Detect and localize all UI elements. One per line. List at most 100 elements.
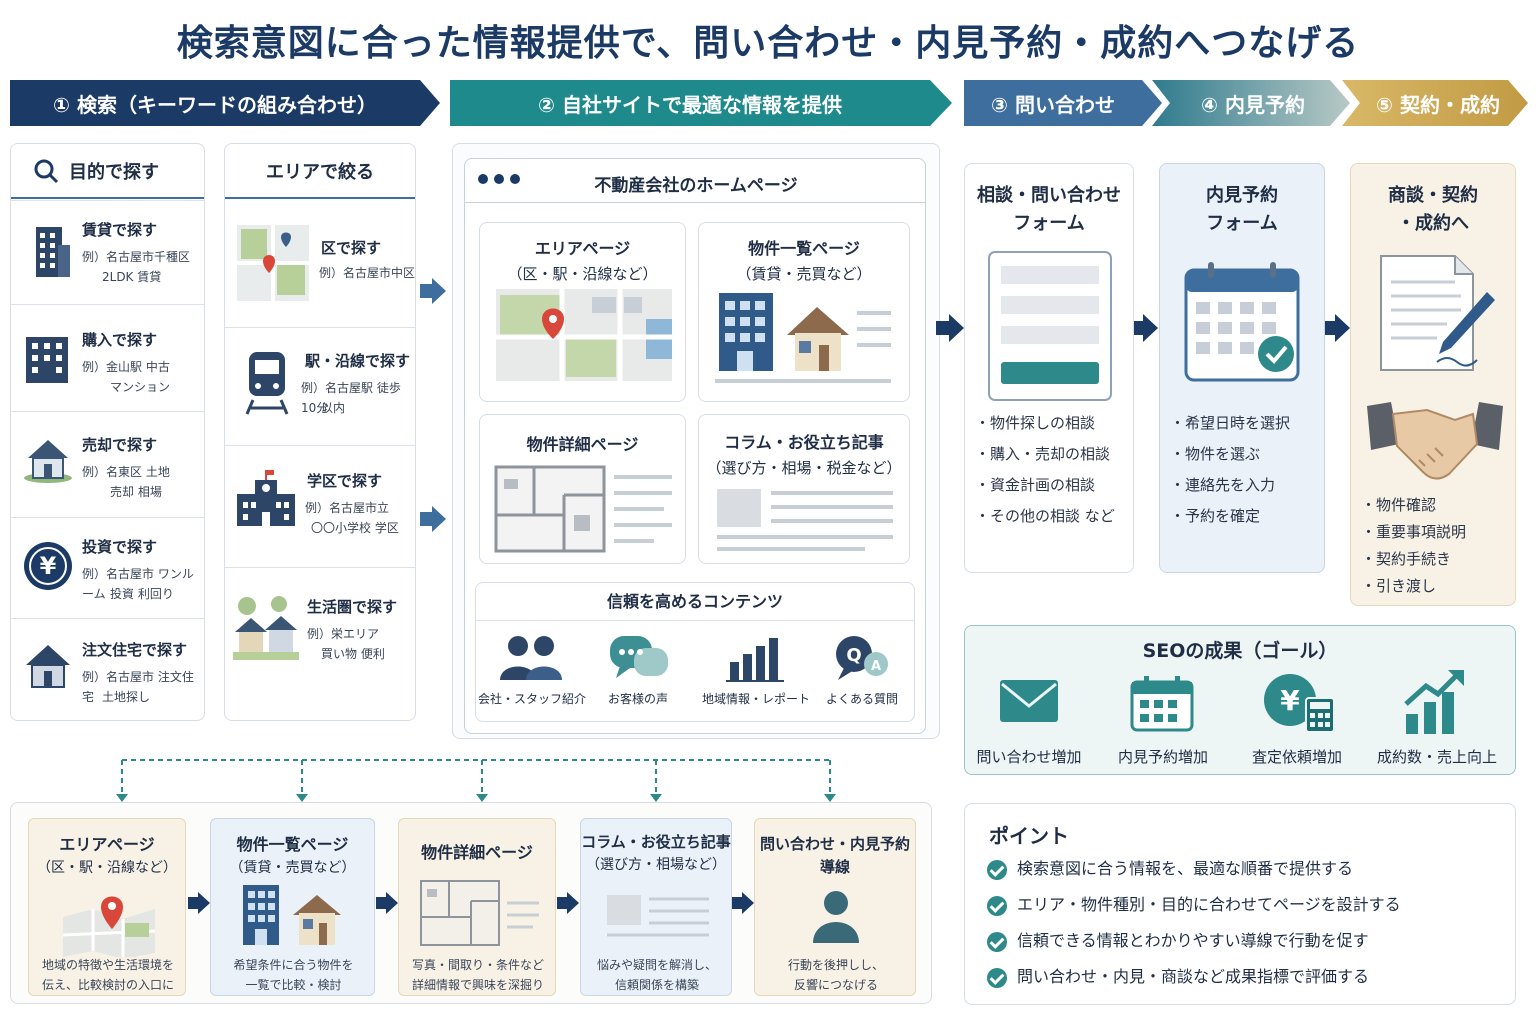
area-item-school[interactable]: 学区で探す 例）名古屋市立 〇〇小学校 学区 bbox=[225, 445, 415, 567]
trust-item-reports[interactable]: 地域情報・レポート bbox=[701, 692, 810, 706]
inquiry-panel: 相談・問い合わせ フォーム ・物件探しの相談 ・購入・売却の相談 ・資金計画の相… bbox=[964, 163, 1134, 573]
chat-icon bbox=[610, 636, 668, 678]
building-icon bbox=[243, 885, 341, 945]
calendar-icon bbox=[1184, 262, 1300, 382]
house-icon bbox=[233, 596, 299, 660]
viewing-panel: 内見予約 フォーム ・希望日時を選択 ・物件を選ぶ ・連絡先を入力 ・予約を確定 bbox=[1159, 163, 1325, 573]
floorplan-icon bbox=[420, 880, 539, 946]
arrow-right-icon bbox=[376, 892, 398, 914]
purpose-list: 賃貸で探す 例）名古屋市千種区 2LDK 賃貸 購入で探す 例）金山駅 中古 マ… bbox=[10, 200, 205, 718]
map-icon bbox=[496, 289, 672, 381]
person-icon bbox=[813, 891, 859, 943]
floorplan-icon bbox=[494, 465, 672, 553]
purpose-header: 目的で探す bbox=[69, 161, 159, 183]
check-icon bbox=[987, 895, 1007, 916]
arrow-right-icon bbox=[420, 506, 446, 532]
yen-icon: ¥ bbox=[24, 542, 72, 590]
chart-icon bbox=[726, 638, 784, 682]
purpose-item-sell[interactable]: 売却で探す 例）名東区 土地 売却 相場 bbox=[10, 411, 205, 517]
step-5-label: ⑤ 契約・成約 bbox=[1376, 92, 1500, 117]
svg-text:¥: ¥ bbox=[1280, 684, 1300, 717]
step-4-banner bbox=[1152, 80, 1350, 126]
contract-panel: 商談・契約 ・成約へ ・物件確認 ・重要事項説明 ・契約手続き ・引き渡し bbox=[1350, 163, 1516, 606]
arrow-right-icon bbox=[732, 892, 754, 914]
point-item: エリア・物件種別・目的に合わせてページを設計する bbox=[987, 895, 1515, 931]
area-header: エリアで絞る bbox=[266, 161, 374, 183]
seo-item-inquiries: 問い合わせ増加 bbox=[976, 748, 1082, 766]
homepage-title: 不動産会社のホームページ bbox=[594, 176, 798, 196]
people-icon bbox=[500, 636, 562, 680]
form-icon bbox=[988, 251, 1112, 401]
step-5-banner bbox=[1342, 80, 1528, 126]
tile-column-page[interactable]: コラム・お役立ち記事 （選び方・相場・税金など） bbox=[698, 414, 910, 564]
area-item-ward[interactable]: 区で探す 例）名古屋市中区 bbox=[225, 199, 415, 327]
tile-listing-page[interactable]: 物件一覧ページ （賃貸・売買など） bbox=[698, 222, 910, 402]
step-4-label: ④ 内見予約 bbox=[1201, 92, 1305, 117]
point-item: 信頼できる情報とわかりやすい導線で行動を促す bbox=[987, 931, 1515, 967]
point-item: 検索意図に合う情報を、最適な順番で提供する bbox=[987, 859, 1515, 895]
step-2-label: ② 自社サイトで最適な情報を提供 bbox=[538, 92, 842, 117]
arrow-right-icon bbox=[1130, 314, 1158, 342]
svg-text:A: A bbox=[871, 659, 881, 674]
check-icon bbox=[987, 931, 1007, 952]
purpose-item-buy[interactable]: 購入で探す 例）金山駅 中古 マンション bbox=[10, 304, 205, 411]
flow-step-cta[interactable]: 問い合わせ・内見予約 導線 行動を後押しし、 反響につなげる bbox=[754, 818, 916, 996]
tile-area-page[interactable]: エリアページ （区・駅・沿線など） bbox=[479, 222, 686, 402]
growth-chart-icon bbox=[1404, 670, 1464, 734]
yen-icon: ¥ bbox=[1264, 674, 1335, 733]
qa-icon: QA bbox=[836, 636, 888, 680]
arrow-right-icon bbox=[1322, 314, 1350, 342]
building-icon bbox=[36, 227, 70, 277]
window-dots-icon bbox=[478, 174, 520, 184]
page-title: 検索意図に合った情報提供で、問い合わせ・内見予約・成約へつなげる bbox=[176, 23, 1360, 64]
seo-item-appraisals: 査定依頼増加 bbox=[1251, 748, 1342, 766]
mail-icon bbox=[1000, 680, 1058, 722]
step-banners bbox=[10, 80, 1528, 126]
flow-step-column[interactable]: コラム・お役立ち記事 （選び方・相場など） 悩みや疑問を解消し、 信頼関係を構築 bbox=[580, 818, 732, 996]
seo-title: SEOの成果（ゴール） bbox=[1142, 640, 1338, 662]
calendar-icon bbox=[1130, 676, 1194, 732]
points-panel: ポイント 検索意図に合う情報を、最適な順番で提供する エリア・物件種別・目的に合… bbox=[964, 803, 1516, 1005]
document-icon bbox=[1380, 255, 1495, 371]
building-icon bbox=[26, 337, 68, 383]
train-icon bbox=[245, 352, 289, 415]
handshake-icon bbox=[1367, 402, 1503, 480]
trust-item-voices[interactable]: お客様の声 bbox=[607, 692, 668, 706]
seo-item-viewings: 内見予約増加 bbox=[1117, 748, 1208, 766]
purpose-item-invest[interactable]: ¥ 投資で探す 例）名古屋市 ワンルーム 投資 利回り bbox=[10, 517, 205, 618]
area-panel: エリアで絞る 区で探す 例）名古屋市中区 駅・沿線で探す 例）名古屋駅 徒歩10… bbox=[224, 143, 416, 721]
flow-step-listing[interactable]: 物件一覧ページ （賃貸・売買など） 希望条件に合う物件を 一覧で比較・検討 bbox=[210, 818, 375, 996]
seo-item-sales: 成約数・売上向上 bbox=[1376, 748, 1497, 766]
check-icon bbox=[987, 967, 1007, 988]
check-icon bbox=[987, 859, 1007, 880]
arrow-right-icon bbox=[557, 892, 579, 914]
step-2-banner bbox=[450, 80, 952, 126]
purpose-item-custom-home[interactable]: 注文住宅で探す 例）名古屋市 注文住宅 土地探し bbox=[10, 618, 205, 718]
step-3-label: ③ 問い合わせ bbox=[991, 92, 1115, 117]
step-3-banner bbox=[964, 80, 1162, 126]
tile-detail-page[interactable]: 物件詳細ページ bbox=[479, 414, 686, 564]
arrow-right-icon bbox=[936, 314, 964, 342]
area-item-station[interactable]: 駅・沿線で探す 例）名古屋駅 徒歩10分 以内 bbox=[225, 327, 415, 445]
purpose-item-rent[interactable]: 賃貸で探す 例）名古屋市千種区 2LDK 賃貸 bbox=[10, 200, 205, 304]
article-icon bbox=[607, 895, 709, 937]
point-item: 問い合わせ・内見・商談など成果指標で評価する bbox=[987, 967, 1515, 1003]
flow-step-detail[interactable]: 物件詳細ページ 写真・間取り・条件など 詳細情報で興味を深掘り bbox=[398, 818, 556, 996]
article-icon bbox=[717, 489, 893, 551]
step-1-banner bbox=[10, 80, 440, 126]
search-icon bbox=[34, 159, 59, 183]
arrow-right-icon bbox=[420, 278, 446, 304]
trust-item-staff[interactable]: 会社・スタッフ紹介 bbox=[478, 692, 587, 706]
flow-step-area[interactable]: エリアページ （区・駅・沿線など） 地域の特徴や生活環境を 伝え、比較検討の入口… bbox=[28, 818, 186, 996]
svg-text:¥: ¥ bbox=[40, 552, 57, 580]
school-icon bbox=[237, 470, 295, 526]
house-icon bbox=[26, 645, 70, 688]
area-item-lifestyle[interactable]: 生活圏で探す 例）栄エリア 買い物 便利 bbox=[225, 567, 415, 717]
step-1-label: ① 検索（キーワードの組み合わせ） bbox=[53, 92, 377, 117]
points-title: ポイント bbox=[989, 824, 1069, 848]
house-icon bbox=[24, 440, 72, 483]
arrow-right-icon bbox=[188, 892, 210, 914]
map-icon bbox=[237, 225, 309, 301]
svg-text:Q: Q bbox=[846, 645, 861, 666]
trust-item-faq[interactable]: よくある質問 bbox=[825, 692, 898, 706]
